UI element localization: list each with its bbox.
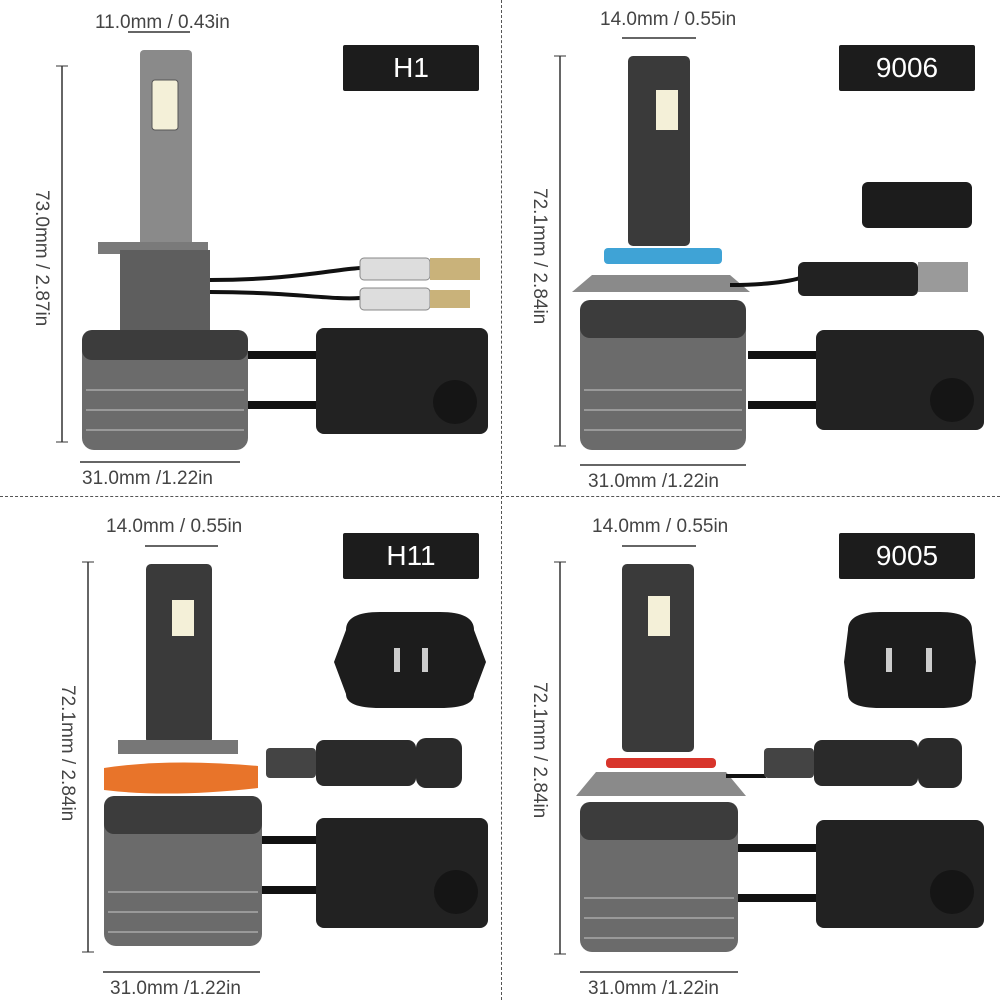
base-dimension-label: 31.0mm /1.22in [588, 978, 719, 999]
9005-bulb-illustration [554, 545, 984, 973]
base-dimension-label: 31.0mm /1.22in [82, 468, 213, 489]
base-dimension-label: 31.0mm /1.22in [588, 471, 719, 492]
top-dimension-label: 14.0mm / 0.55in [592, 516, 729, 537]
top-dimension-label: 14.0mm / 0.55in [600, 9, 737, 30]
height-dimension-label: 72.1mm / 2.84in [529, 682, 550, 819]
h1-bulb-illustration [56, 31, 488, 463]
height-dimension-label: 72.1mm / 2.84in [57, 685, 78, 822]
vertical-divider [501, 0, 502, 1000]
height-dimension-label: 73.0mm / 2.87in [31, 190, 52, 327]
top-dimension-label: 11.0mm / 0.43in [95, 12, 230, 33]
model-badge-9006: 9006 [839, 45, 975, 91]
base-dimension-label: 31.0mm /1.22in [110, 978, 241, 999]
height-dimension-label: 72.1mm / 2.84in [529, 188, 550, 325]
9006-bulb-illustration [554, 37, 984, 466]
model-badge-h11: H11 [343, 533, 479, 579]
panel-9005: 14.0mm / 0.55in 72.1mm / 2.84in 31.0mm /… [500, 500, 1000, 1000]
h11-bulb-illustration [82, 545, 488, 973]
top-dimension-label: 14.0mm / 0.55in [106, 516, 243, 537]
panel-9006: 14.0mm / 0.55in 72.1mm / 2.84in 31.0mm /… [500, 0, 1000, 500]
horizontal-divider [0, 496, 1000, 497]
model-badge-9005: 9005 [839, 533, 975, 579]
model-badge-h1: H1 [343, 45, 479, 91]
panel-h1: 11.0mm / 0.43in 73.0mm / 2.87in 31.0mm /… [0, 0, 500, 500]
panel-h11: 14.0mm / 0.55in 72.1mm / 2.84in 31.0mm /… [0, 500, 500, 1000]
